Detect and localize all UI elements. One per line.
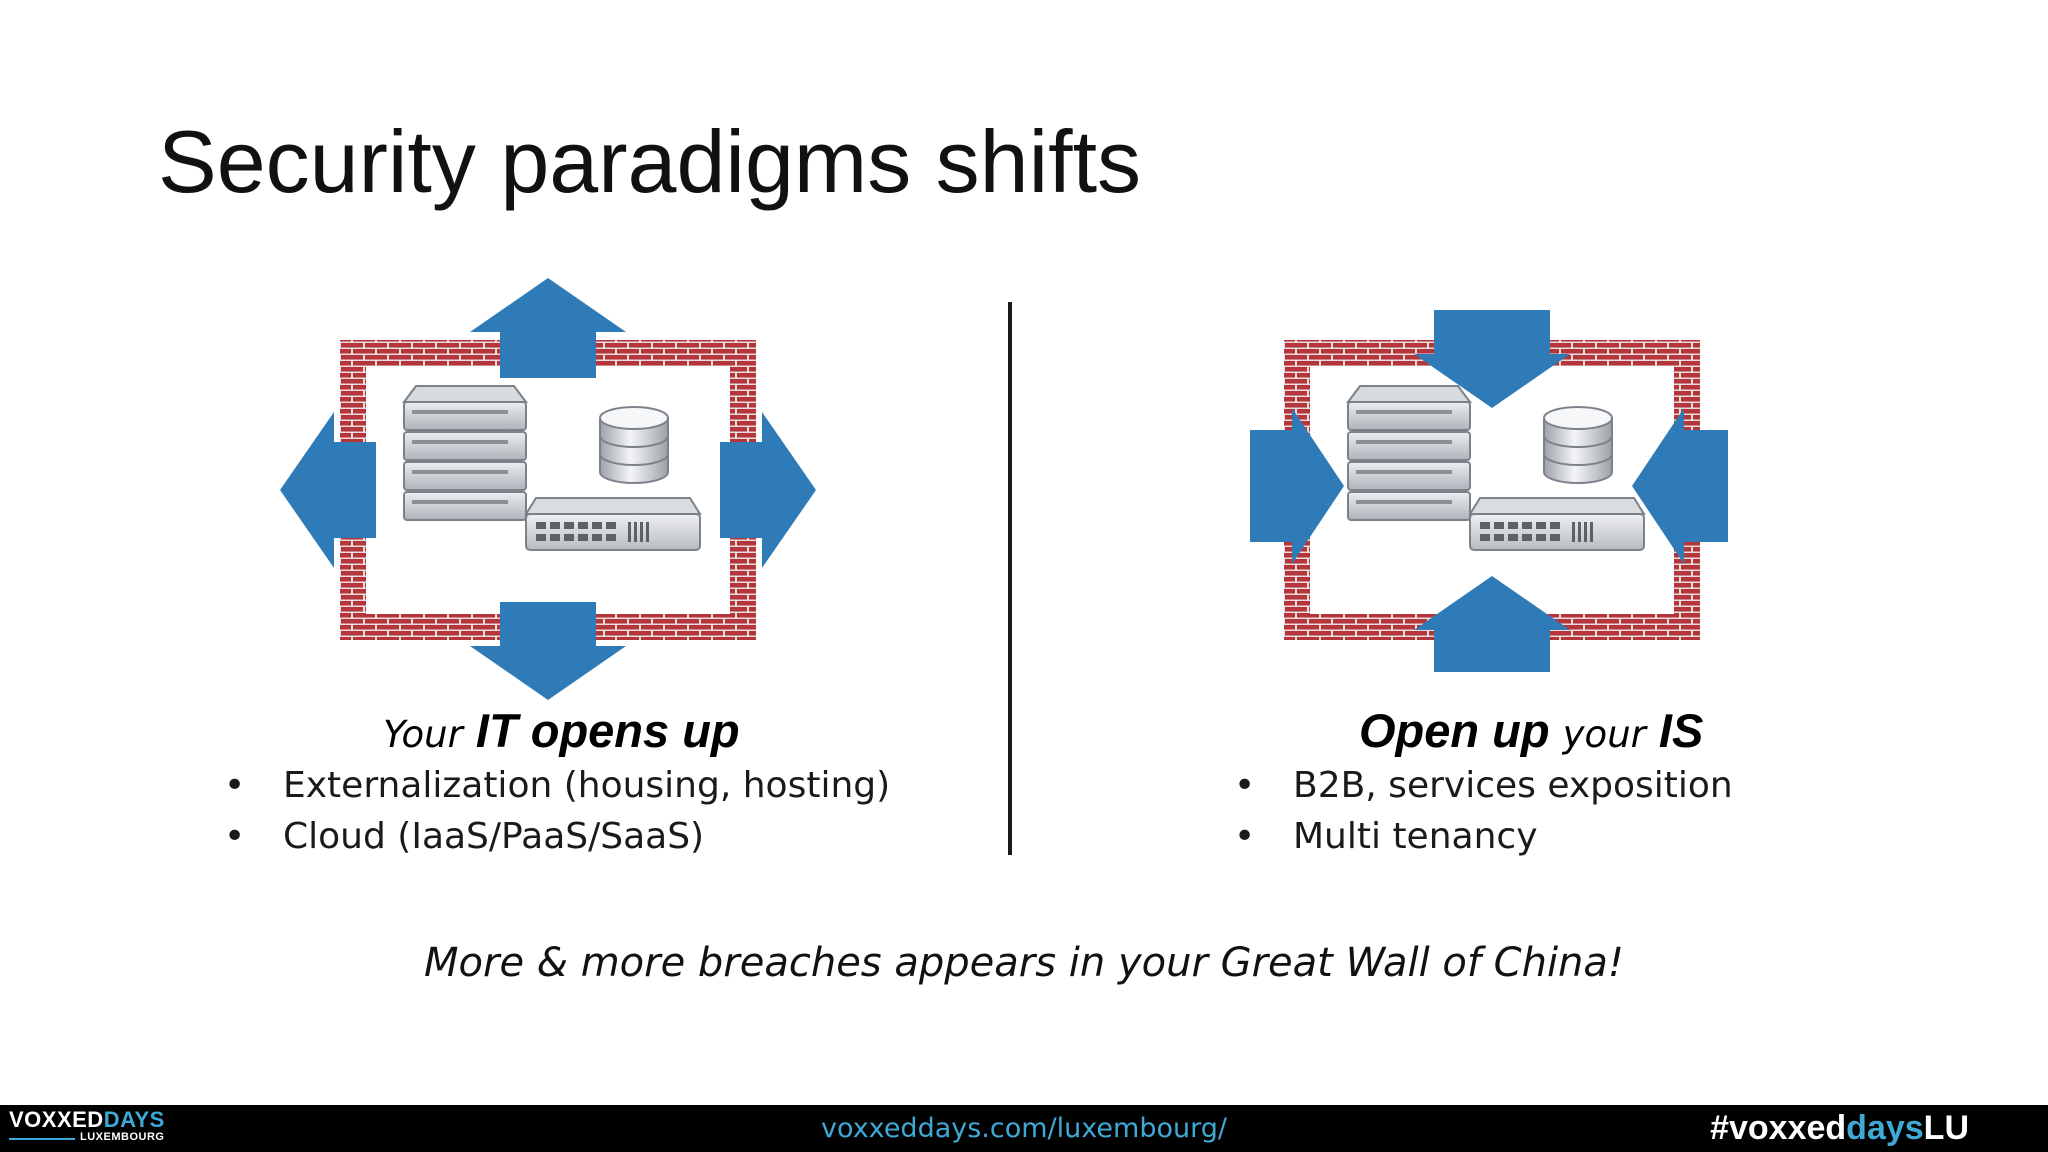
server-rack-icon — [1346, 385, 1472, 521]
bullet-icon: • — [1234, 765, 1256, 806]
heading-it-opens-up: Your IT opens up — [383, 703, 740, 759]
bullet-icon: • — [224, 816, 246, 857]
logo-text-days: DAYS — [103, 1107, 165, 1132]
list-item: • Cloud (IaaS/PaaS/SaaS) — [224, 811, 890, 862]
heading-open-up-your-is: Open up your IS — [1359, 703, 1703, 759]
bullet-list-left: • Externalization (housing, hosting) • C… — [224, 760, 890, 862]
bullet-list-right: • B2B, services exposition • Multi tenan… — [1234, 760, 1733, 862]
database-icon — [1543, 406, 1613, 484]
arrow-icon — [1632, 408, 1728, 564]
heading-right-lead: your — [1562, 713, 1646, 756]
heading-left-main: IT opens up — [475, 704, 740, 757]
bullet-icon: • — [1234, 816, 1256, 857]
list-item: • Externalization (housing, hosting) — [224, 760, 890, 811]
slide: Security paradigms shifts — [158, 112, 1796, 986]
logo-text-voxxed: VOXXED — [9, 1107, 104, 1132]
list-item-text: Cloud (IaaS/PaaS/SaaS) — [283, 816, 705, 857]
arrow-icon — [280, 412, 376, 568]
list-item: • Multi tenancy — [1234, 811, 1733, 862]
network-switch-icon — [524, 497, 702, 551]
voxxed-days-logo: VOXXEDDAYS LUXEMBOURG — [9, 1109, 169, 1149]
arrow-icon — [1414, 576, 1570, 672]
footer-url-link[interactable]: voxxeddays.com/luxembourg/ — [821, 1113, 1227, 1144]
arrow-icon — [1250, 408, 1344, 564]
heading-right-main-1: Open up — [1359, 704, 1550, 757]
logo-text-luxembourg: LUXEMBOURG — [80, 1131, 165, 1143]
bullet-icon: • — [224, 765, 246, 806]
server-rack-icon — [402, 385, 528, 521]
diagram-open-up-your-is — [1236, 270, 1796, 710]
conclusion-text: More & more breaches appears in your Gre… — [424, 940, 1624, 986]
brick-wall-icon — [340, 340, 756, 640]
hashtag-part-3: LU — [1923, 1109, 1969, 1147]
list-item: • B2B, services exposition — [1234, 760, 1733, 811]
database-icon — [599, 406, 669, 484]
heading-left-lead: Your — [383, 713, 463, 756]
arrow-icon — [470, 278, 626, 378]
arrow-icon — [470, 602, 626, 700]
hashtag-part-2: days — [1846, 1109, 1924, 1147]
slide-title: Security paradigms shifts — [158, 112, 1142, 211]
column-divider — [1008, 302, 1012, 855]
logo-underline — [9, 1138, 75, 1140]
hashtag-part-1: #voxxed — [1710, 1109, 1847, 1147]
arrow-icon — [1414, 310, 1570, 408]
list-item-text: Externalization (housing, hosting) — [283, 765, 891, 806]
footer-hashtag: #voxxeddaysLU — [1710, 1105, 1969, 1152]
arrow-icon — [720, 412, 816, 568]
list-item-text: B2B, services exposition — [1293, 765, 1733, 806]
network-switch-icon — [1468, 497, 1646, 551]
list-item-text: Multi tenancy — [1293, 816, 1538, 857]
heading-right-main-2: IS — [1658, 704, 1704, 757]
diagram-it-opens-up — [268, 270, 828, 710]
footer-bar: VOXXEDDAYS LUXEMBOURG voxxeddays.com/lux… — [0, 1105, 2048, 1152]
